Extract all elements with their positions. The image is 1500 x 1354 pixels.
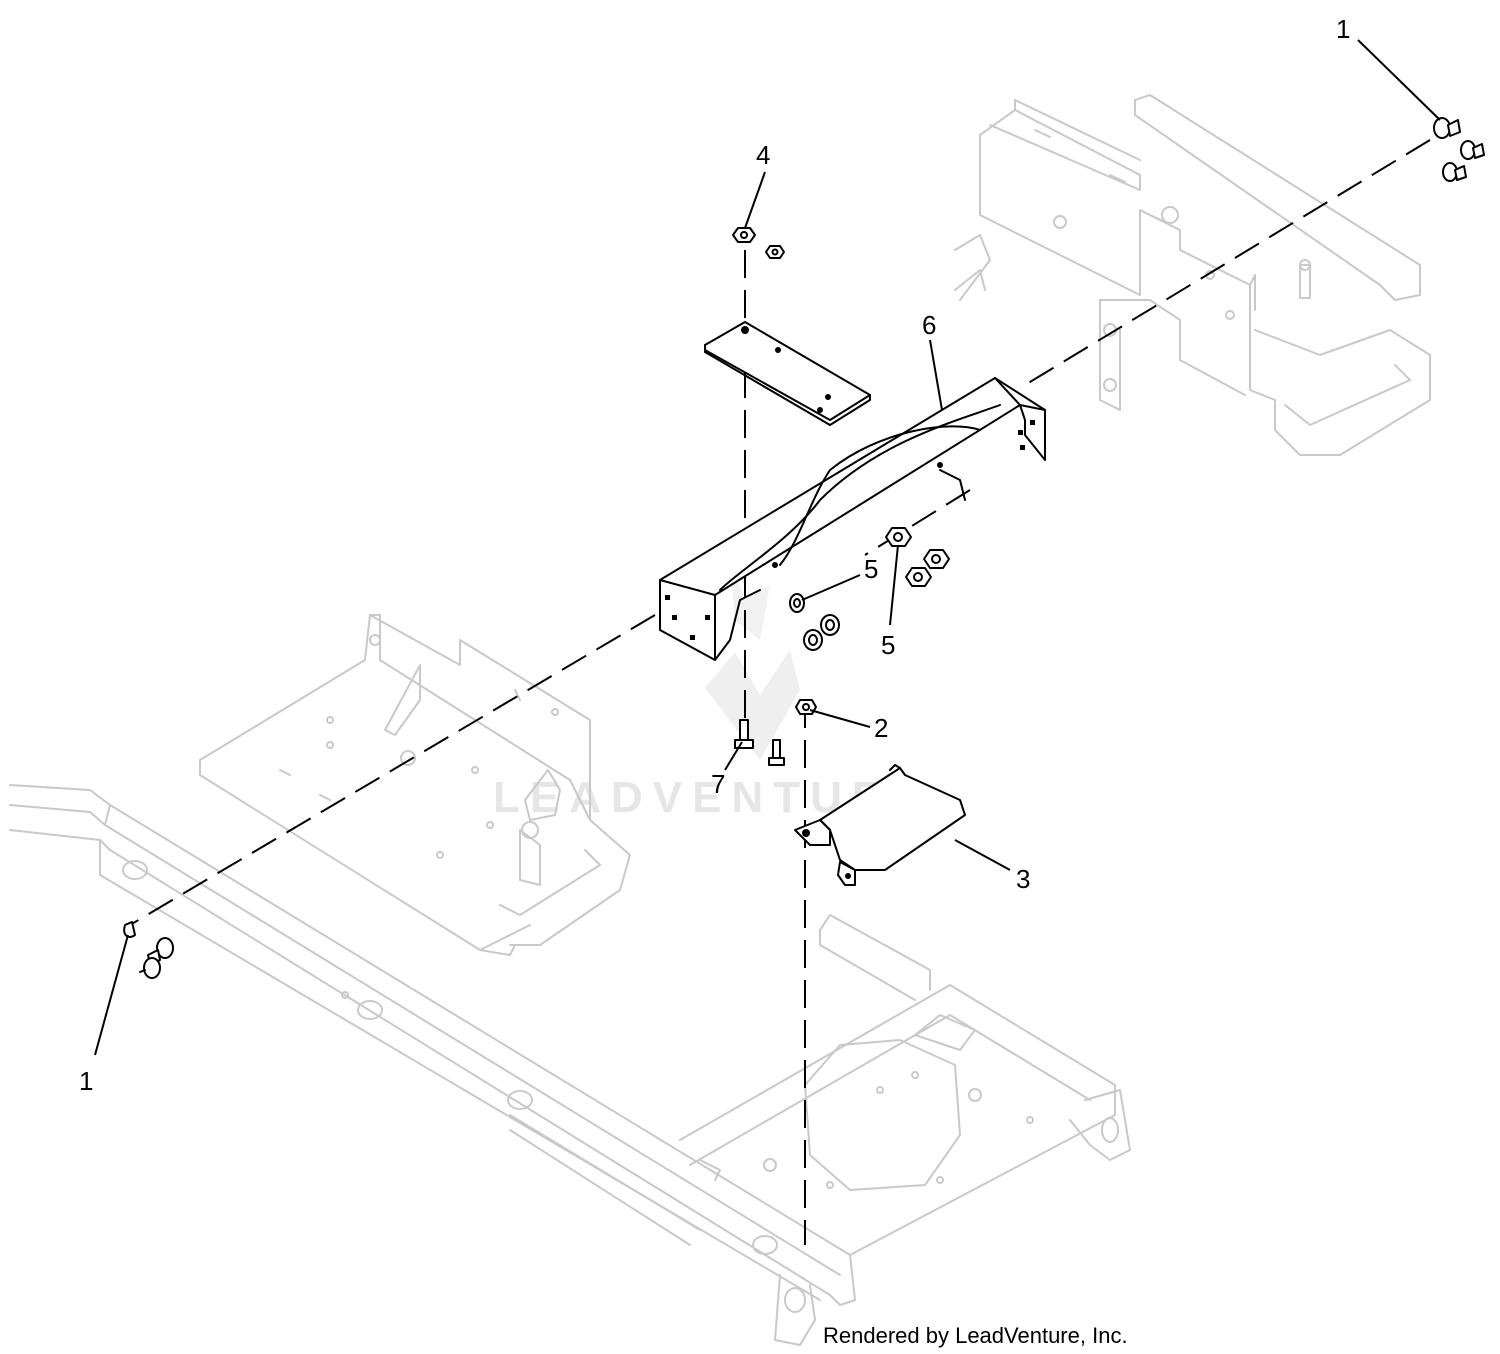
callout-1-top-right: 1 bbox=[1336, 14, 1350, 44]
carriage-bolt-part-1-top bbox=[1433, 117, 1485, 182]
main-frame-context bbox=[9, 784, 1131, 1346]
credit-text: Rendered by LeadVenture, Inc. bbox=[823, 1323, 1128, 1348]
flange-nut-part-4 bbox=[732, 227, 785, 259]
carriage-bolt-part-1-bottom bbox=[123, 921, 174, 979]
mounting-plate bbox=[704, 321, 871, 426]
callout-4: 4 bbox=[756, 140, 770, 170]
callout-1-bottom-left: 1 bbox=[79, 1066, 93, 1096]
callout-3: 3 bbox=[1016, 864, 1030, 894]
watermark-logo bbox=[705, 560, 800, 760]
callout-5-left: 5 bbox=[864, 554, 878, 584]
nut-part-5-right bbox=[885, 527, 950, 587]
callout-5-right: 5 bbox=[881, 630, 895, 660]
washer-part-5-left bbox=[789, 593, 840, 651]
callout-7: 7 bbox=[711, 769, 725, 799]
crossmember-part-6 bbox=[659, 377, 1046, 661]
callout-2: 2 bbox=[874, 713, 888, 743]
right-frame-bracket-context bbox=[954, 94, 1431, 456]
heat-shield-part-3 bbox=[794, 764, 966, 886]
bolt-part-2 bbox=[795, 699, 817, 715]
callout-6: 6 bbox=[922, 310, 936, 340]
left-frame-bracket-context bbox=[199, 614, 631, 956]
leader-lines bbox=[94, 39, 1441, 1056]
bolt-part-7 bbox=[734, 719, 785, 766]
